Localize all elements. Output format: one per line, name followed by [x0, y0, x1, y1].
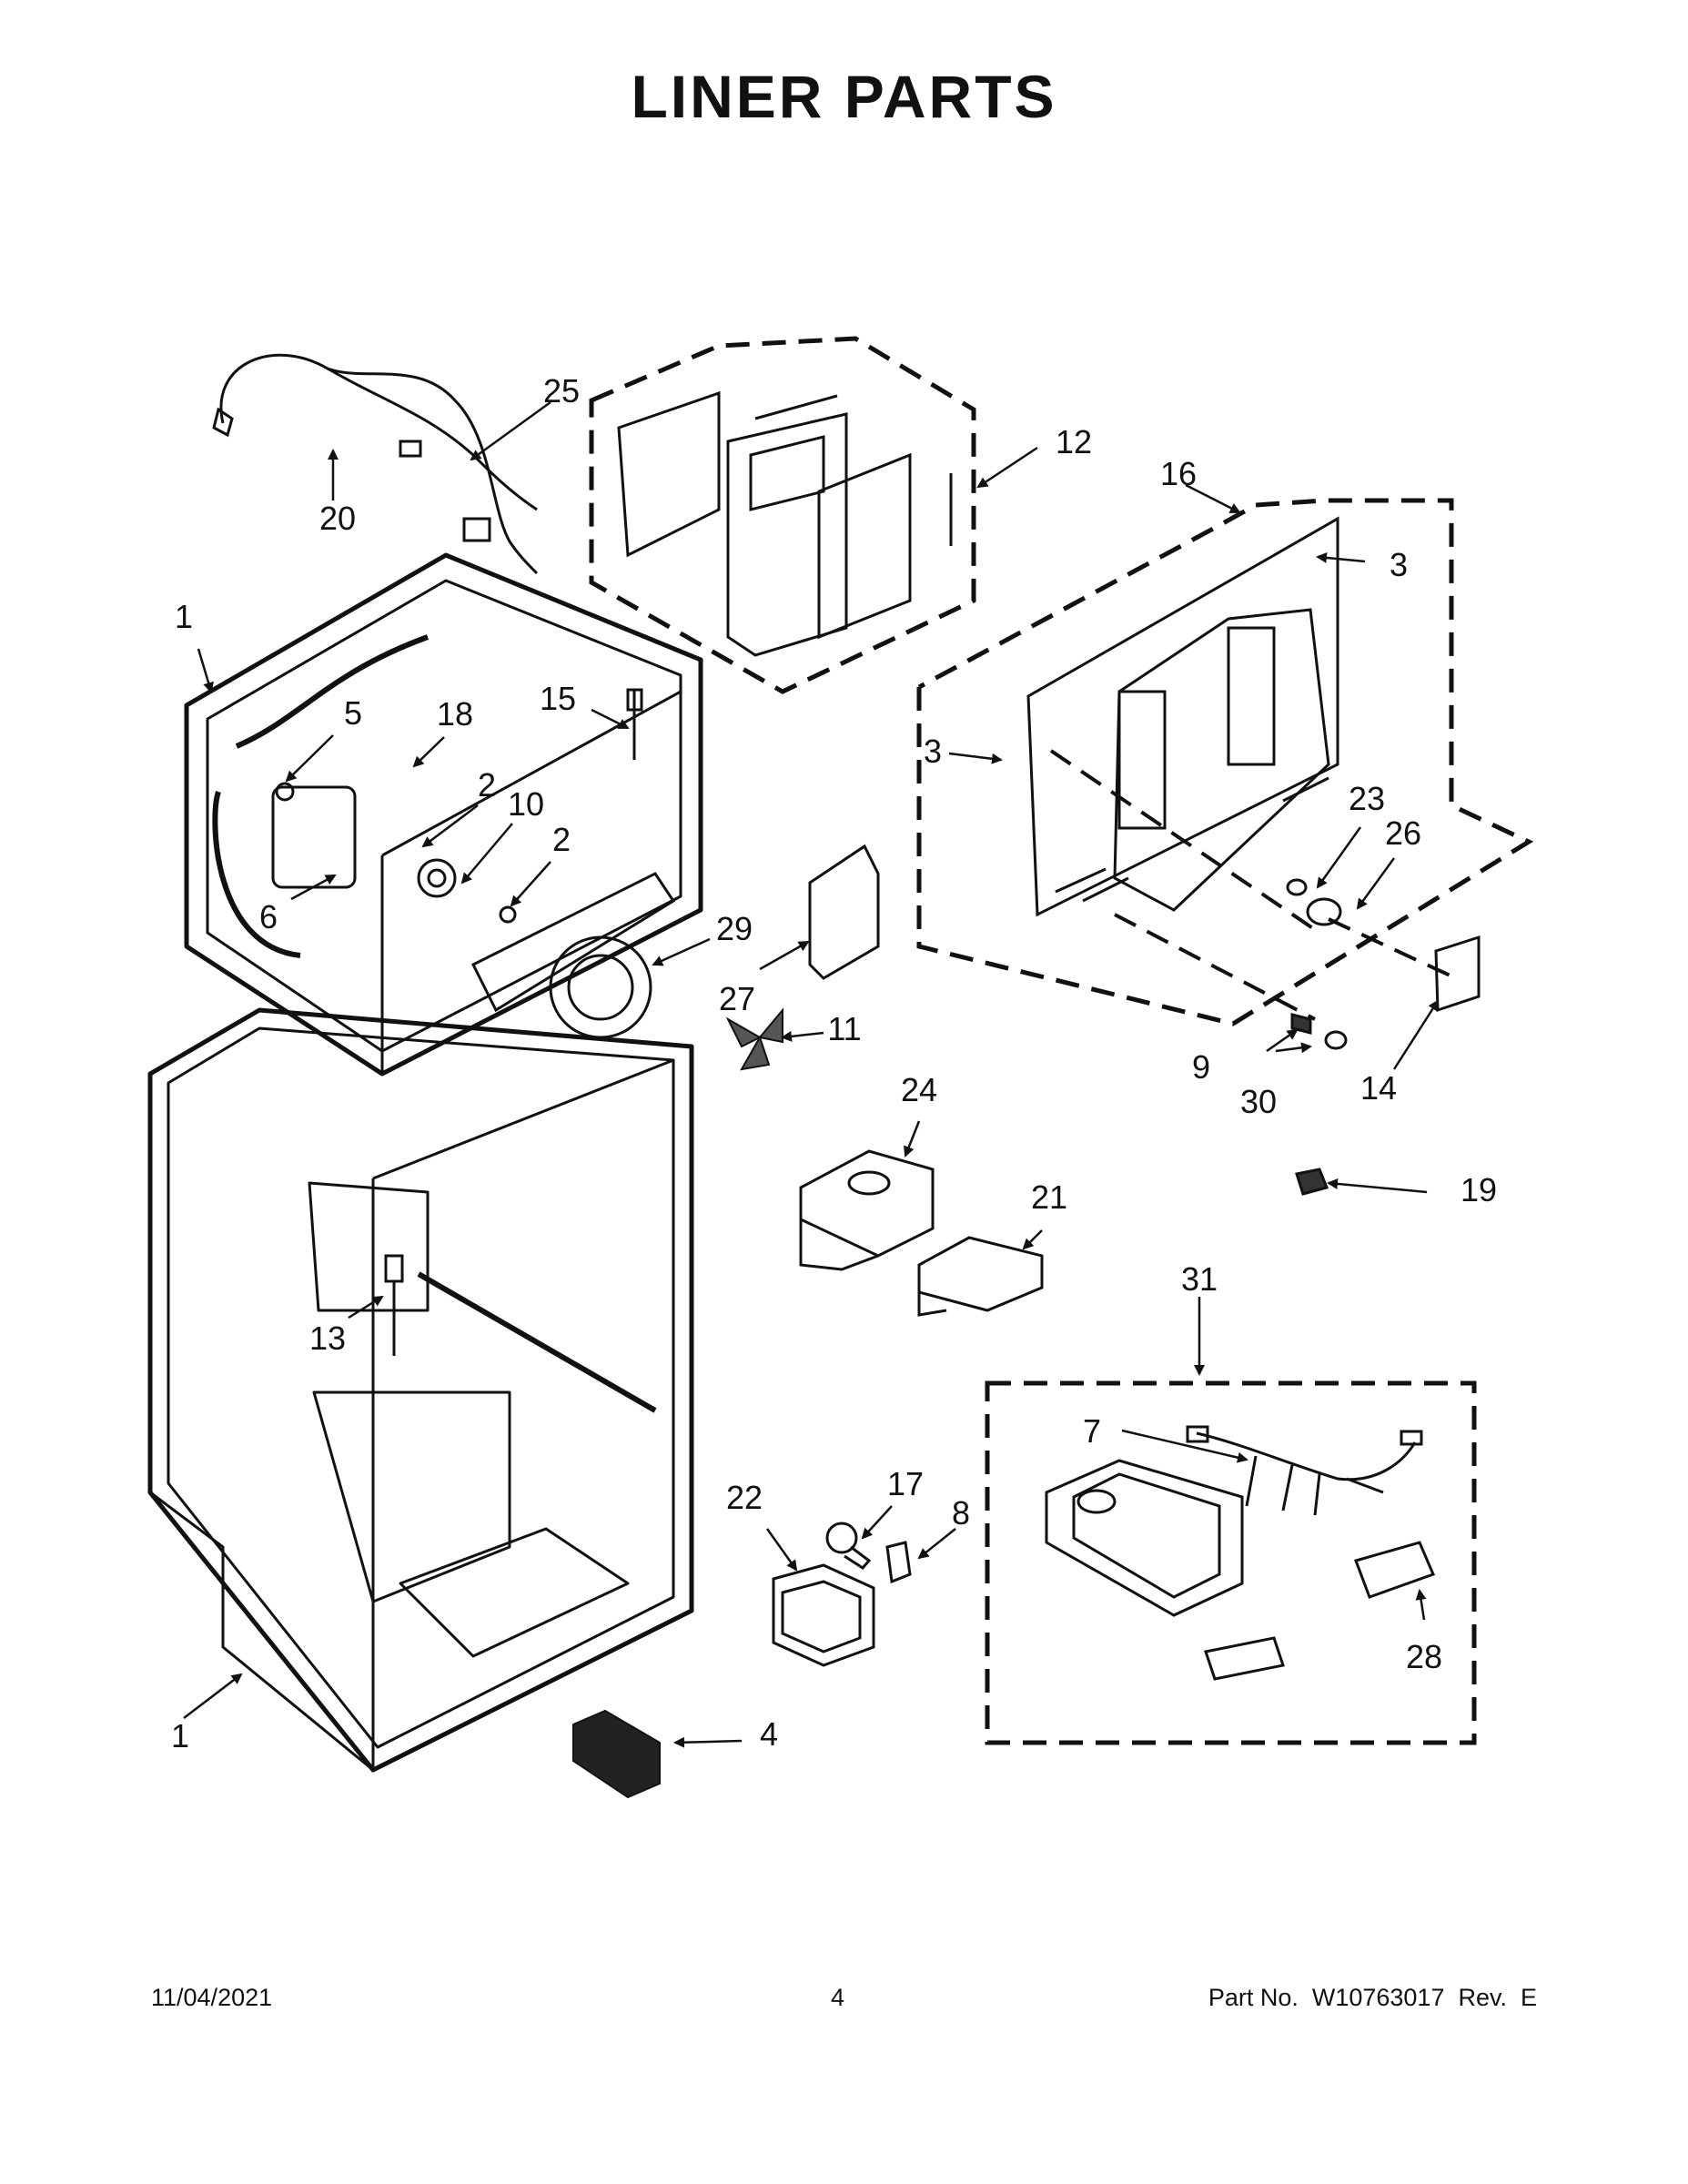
callout-24: 24	[901, 1071, 937, 1108]
callout-11: 11	[827, 1010, 861, 1047]
callout-10: 10	[508, 785, 544, 823]
part-24-21	[799, 1149, 1044, 1317]
callout-31: 31	[1181, 1260, 1218, 1298]
leader-lines	[183, 400, 1440, 1748]
callout-7: 7	[1083, 1412, 1101, 1450]
part-4-handle	[572, 1709, 661, 1799]
callout-1: 1	[171, 1717, 189, 1754]
callout-14: 14	[1360, 1069, 1397, 1107]
callout-19: 19	[1461, 1171, 1497, 1208]
callout-29: 29	[716, 910, 753, 947]
callout-4: 4	[760, 1715, 778, 1753]
callout-16: 16	[1160, 455, 1197, 492]
callout-5: 5	[344, 694, 362, 732]
callout-21: 21	[1031, 1178, 1067, 1216]
wire-harness-25	[212, 353, 539, 575]
callout-6: 6	[259, 898, 278, 935]
callout-3: 3	[1390, 546, 1408, 583]
callout-27: 27	[719, 980, 755, 1017]
callout-3: 3	[924, 733, 942, 770]
callout-13: 13	[309, 1320, 346, 1357]
callout-18: 18	[437, 695, 473, 733]
page-title: LINER PARTS	[631, 63, 1057, 130]
callout-23: 23	[1349, 780, 1385, 817]
callout-2: 2	[552, 821, 571, 858]
small-parts	[808, 844, 1481, 1196]
thermistor-13	[384, 1254, 404, 1356]
footer-page-number: 4	[831, 1984, 845, 2011]
callout-8: 8	[952, 1494, 970, 1532]
freezer-liner	[184, 552, 703, 1077]
callout-labels: 1 1 2 2 3 3 4 5 6 7 8 9 10 11 12 13 14 1…	[171, 372, 1497, 1754]
callout-20: 20	[319, 500, 356, 537]
callout-12: 12	[1056, 423, 1092, 460]
evap-fan-assembly	[271, 688, 676, 1039]
callout-2: 2	[478, 766, 496, 804]
callout-17: 17	[887, 1465, 924, 1502]
part-12-group	[589, 336, 976, 694]
callout-22: 22	[726, 1479, 763, 1516]
fan-blade	[725, 1007, 783, 1071]
callout-15: 15	[540, 680, 576, 717]
callout-30: 30	[1240, 1083, 1277, 1120]
callout-26: 26	[1385, 814, 1421, 852]
callout-28: 28	[1406, 1638, 1442, 1675]
part-16-group	[916, 498, 1534, 1026]
callout-25: 25	[543, 372, 580, 410]
callout-9: 9	[1192, 1048, 1210, 1086]
part-22-17-8	[772, 1522, 912, 1667]
footer-date: 11/04/2021	[151, 1984, 273, 2011]
part-31-group	[985, 1380, 1477, 1745]
fresh-food-liner	[147, 1007, 694, 1773]
callout-1: 1	[175, 598, 193, 635]
footer-part-number: Part No. W10763017 Rev. E	[1208, 1984, 1537, 2011]
